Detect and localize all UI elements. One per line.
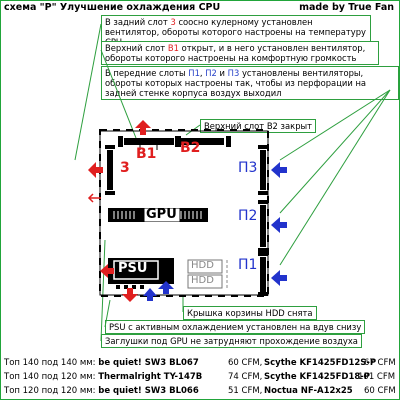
table-row-right: Noctua NF-A12x25 [264,386,353,396]
table-row-cfm: 51 CFM, [228,386,263,396]
label-hdd-1: HDD [191,260,214,271]
label-front-p3: П3 [238,160,258,176]
note-top-slot: Верхний слот В1 открыт, и в него установ… [101,41,379,65]
table-row: Топ 140 под 120 мм: Thermalright TY-147B [4,372,203,382]
author-credit: made by True Fan [299,2,394,13]
table-row: Топ 140 под 140 мм: be quiet! SW3 BL067 [4,358,199,368]
page-title: схема "Р" Улучшение охлаждения CPU [4,2,221,13]
table-row-right-cfm: 60 CFM [364,386,396,396]
note-hdd-cover: Крышка корзины HDD снята [183,306,317,320]
table-row-right: Scythe KF1425FD12S-P [264,358,377,368]
table-row-right: Scythe KF1425FD18-P [264,372,371,382]
label-front-p1: П1 [238,257,258,273]
label-front-p2: П2 [238,208,258,224]
label-rear-3: 3 [120,160,130,176]
table-row-cfm: 74 CFM, [228,372,263,382]
table-row: Топ 120 под 120 мм: be quiet! SW3 BL066 [4,386,199,396]
label-b1: B1 [136,146,157,162]
note-front-slots: В передние слоты П1, П2 и П3 установлены… [101,66,399,100]
table-row-right-cfm: 101 CFM [358,372,396,382]
label-hdd-2: HDD [191,275,214,286]
note-gpu: Заглушки под GPU не затрудняют прохожден… [101,334,362,348]
label-psu: PSU [118,261,148,276]
table-row-cfm: 60 CFM, [228,358,263,368]
label-b2: B2 [180,140,201,156]
label-gpu: GPU [146,207,177,222]
note-top-closed: Верхний слот В2 закрыт [200,119,317,133]
table-row-right-cfm: 67 CFM [364,358,396,368]
